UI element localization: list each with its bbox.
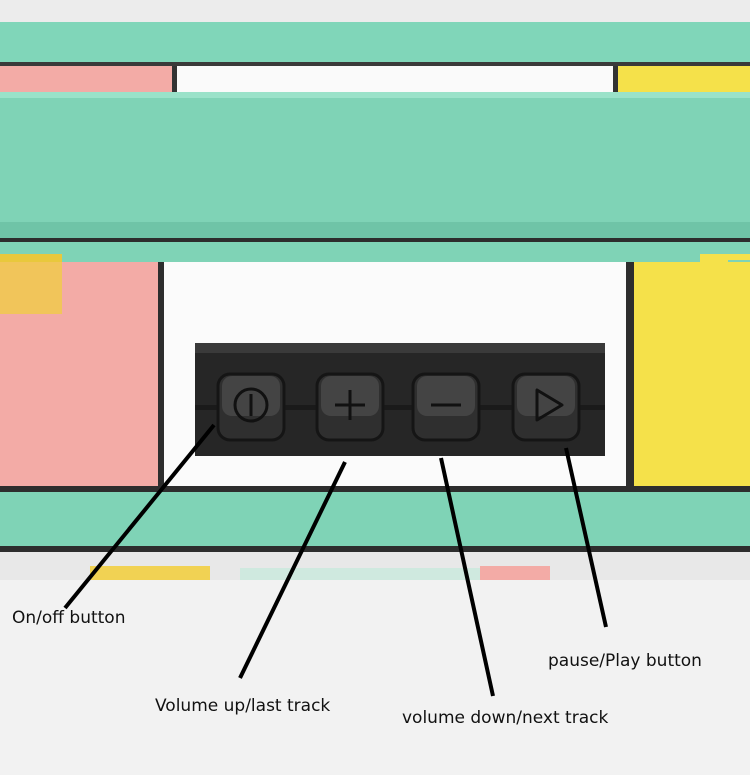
label-on-off-button: On/off button <box>12 608 126 628</box>
body-yellow-block <box>634 262 750 488</box>
label-volume-up: Volume up/last track <box>155 696 331 716</box>
callout-line-play <box>564 447 608 628</box>
top-mint-strip <box>0 22 750 64</box>
power-button[interactable] <box>216 372 286 442</box>
callout-line-power <box>63 423 216 610</box>
lower-mint-strip <box>0 492 750 546</box>
play-button[interactable] <box>511 372 581 442</box>
handle-bar <box>0 92 750 232</box>
callout-line-volume-down <box>439 457 495 697</box>
play-icon <box>535 388 564 422</box>
volume-down-button[interactable] <box>411 372 481 442</box>
volume-up-button[interactable] <box>315 372 385 442</box>
callout-line-volume-up <box>238 461 347 679</box>
plus-icon <box>335 390 365 420</box>
label-volume-down: volume down/next track <box>402 708 609 728</box>
label-pause-play: pause/Play button <box>548 651 702 671</box>
power-icon <box>233 387 269 423</box>
